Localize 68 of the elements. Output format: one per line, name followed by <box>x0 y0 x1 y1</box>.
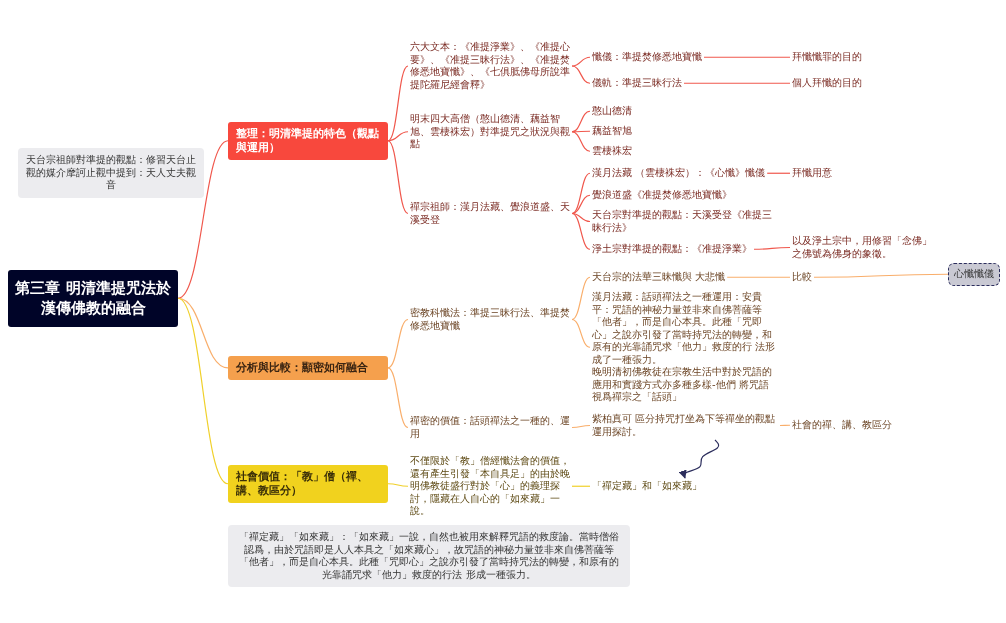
connector-line <box>571 276 591 321</box>
note-text: 天台宗祖師對準提的觀點：修習天台止觀的媒介摩訶止觀中提到：天人丈夫觀音 <box>26 154 196 192</box>
topic-text: 密教科懺法：準提三昧行法、準提焚修悉地寶懺 <box>408 306 572 333</box>
connector-line <box>726 276 791 278</box>
topic-text: 天台宗對準提的觀點：天溪受登《准提三昧行法》 <box>590 208 780 235</box>
connector-line <box>571 56 591 67</box>
connector-line <box>387 318 409 369</box>
tag-box <box>948 263 1000 286</box>
connector-line <box>387 367 409 429</box>
topic-text: 比較 <box>790 270 814 285</box>
connector-line <box>571 318 591 348</box>
connector-line <box>571 65 591 84</box>
connector-line <box>703 56 791 58</box>
topic-text: 雲棲袾宏 <box>590 144 634 159</box>
topic-text: 天台宗的法華三昧懺與 大悲懺 <box>590 270 728 285</box>
connector-line <box>571 212 591 223</box>
connector-line <box>813 273 949 278</box>
connector-line <box>177 140 229 299</box>
arrow <box>678 439 720 479</box>
connector-line <box>571 172 591 215</box>
connector-line <box>571 131 591 152</box>
tag-text: 心懺懺儀 <box>954 268 994 281</box>
topic-text: 以及淨土宗中，用修習「念佛」之佛號為佛身的象徵。 <box>790 234 940 261</box>
note-box <box>18 148 204 198</box>
branch-title: 整理：明清準提的特色（觀點與運用） <box>236 127 380 155</box>
topic-text: 憨山德清 <box>590 104 634 119</box>
topic-text: 拜懺懺罪的目的 <box>790 50 864 65</box>
topic-text: 禪宗祖師：漢月法藏、覺浪道盛、天溪受登 <box>408 200 572 227</box>
topic-title: 第三章 明清準提咒法於漢傳佛教的融合 <box>14 278 172 319</box>
connector-line <box>571 110 591 133</box>
branch-title: 分析與比較：顯密如何融合 <box>236 361 369 375</box>
topic-text: 藕益智旭 <box>590 124 634 139</box>
topic-text: 晚明清初佛教徒在宗教生活中對於咒語的應用和實踐方式亦多種多樣-他們 將咒語視爲禪宗之「話頭」 <box>592 366 773 404</box>
topic-text: 明末四大高僧（憨山德清、藕益智旭、雲棲袾宏）對準提咒之狀況與觀點 <box>408 112 572 152</box>
connector-line <box>571 194 591 215</box>
branch-title: 社會價值：「教」僧（禪、講、教區分） <box>236 470 369 498</box>
connector-line <box>683 82 791 84</box>
connector-line <box>571 130 591 133</box>
connector-line <box>779 424 791 427</box>
topic-text: 禪密的價值：話頭禪法之一種的、運用 <box>408 414 572 441</box>
branch-topic-box <box>228 356 388 380</box>
topic-text: 不僅限於「教」僧經懺法會的價值，還有產生引發「本自具足」的由於晚明佛教徒盛行對於「心」的義理探討，隱藏在人自心的「如來藏」一說。 <box>408 454 572 519</box>
topic-text: 覺浪道盛《准提焚修悉地寶懺》 <box>590 188 734 203</box>
connector-line <box>571 424 591 429</box>
topic-text: 儀軌：準提三昧行法 <box>590 76 684 91</box>
connector-line <box>177 297 229 485</box>
topic-text: 「禪定藏」和「如來藏」 <box>590 479 704 494</box>
central-topic-box <box>8 270 178 327</box>
connector-line <box>387 140 409 215</box>
branch-topic-box <box>228 122 388 160</box>
connector-line <box>766 172 791 174</box>
connector-line <box>571 212 591 250</box>
topic-text: 懺儀：準提焚修悉地寶懺 <box>590 50 704 65</box>
connector-line <box>387 65 409 142</box>
topic-text: 拜懺用意 <box>790 166 834 181</box>
note-text: 「禪定藏」「如來藏」：「如來藏」一說，自然也被用來解釋咒語的救度論。當時僧俗認爲，由於咒語即是人人本具之「如來藏心」，故咒語的神秘力量並非來自佛菩薩等「他者」，而是自心本具。此種「咒即心」之說亦引發了當時持咒法的轉變，和原有的光靠誦咒求「他力」救度的行法 形成一種張力。 <box>238 531 620 581</box>
topic-text: 淨土宗對準提的觀點：《准提淨業》 <box>590 242 754 257</box>
topic-text: 紫柏真可 區分持咒打坐為下等禪坐的觀點運用探討。 <box>590 412 780 439</box>
topic-text: 個人拜懺的目的 <box>790 76 864 91</box>
connector-line <box>387 131 409 142</box>
connector-line <box>571 485 591 487</box>
connector-line <box>753 246 791 250</box>
topic-text: 六大文本：《准提淨業》、《准提心要》、《准提三昧行法》、《准提焚修悉地寶懺》、《七俱胝佛母所說準提陀羅尼經會釋》 <box>408 40 572 92</box>
topic-text: 社會的禪、講、教區分 <box>790 418 894 433</box>
topic-text: 漢月法藏 （雲棲袾宏）：《心懺》懺儀 <box>590 166 768 181</box>
branch-topic-box <box>228 465 388 503</box>
topic-text: 漢月法藏：話頭禪法之一種運用：安貴平：咒語的神秘力量並非來自佛菩薩等「他者」，而是自心本具。此種「咒即心」之說亦引發了當時持咒法的轉變，和原有的光靠誦咒求「他力」救度的行 法形成了一種張力。 <box>592 291 777 366</box>
connector-line <box>387 483 409 487</box>
